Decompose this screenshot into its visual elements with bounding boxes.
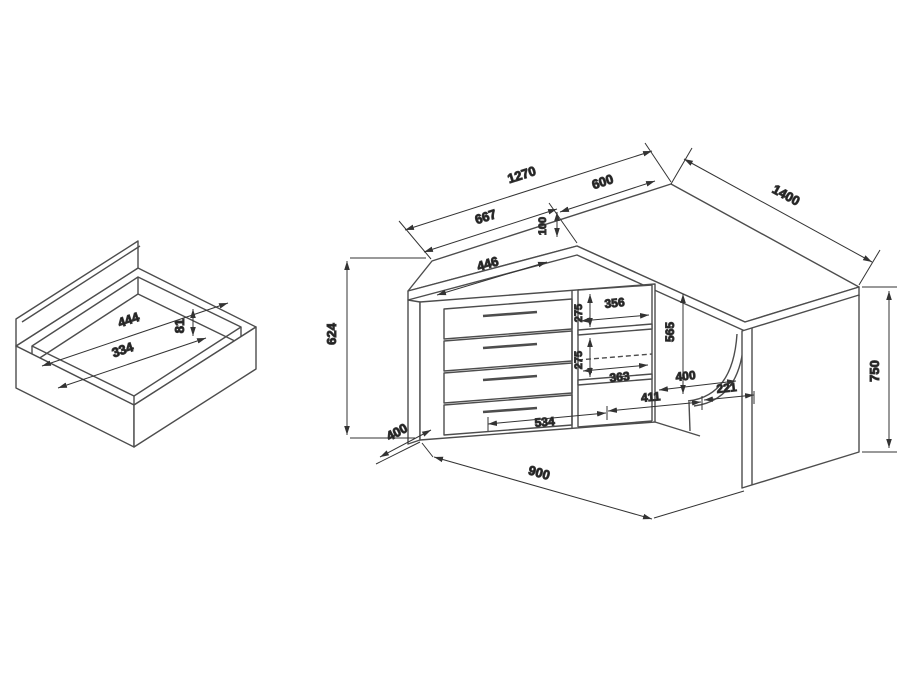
dim-label-knee-opening-width: 400: [675, 368, 697, 384]
dim-line-top-width-right: [559, 180, 656, 213]
drawer-box-dimensions: 444 334 81: [41, 302, 229, 389]
extension-line: [421, 442, 434, 458]
dim-label-lower-shelf-width: 363: [609, 369, 631, 385]
dim-line-cabinet-top-width: [436, 261, 548, 296]
dim-label-bottom-knee-width: 411: [640, 389, 661, 405]
dim-line-top-width-left: [423, 208, 558, 253]
dim-label-drawer-width: 334: [110, 339, 136, 360]
dim-label-cabinet-depth: 400: [384, 420, 410, 443]
cabinet-side-panel-left: [407, 299, 421, 445]
dim-label-drawer-depth: 81: [172, 319, 187, 333]
drawer-front-panel-edge: [21, 245, 141, 323]
drawer-handle-2: [482, 342, 538, 350]
dim-line-cabinet-depth: [379, 429, 432, 458]
corner-support-foot: [688, 401, 691, 432]
dim-label-top-width-left: 667: [473, 206, 498, 227]
knee-floor-edge: [654, 421, 701, 437]
dim-label-cabinet-height: 624: [324, 322, 339, 344]
dim-label-cabinet-top-width: 446: [475, 253, 500, 274]
dim-line-bottom-panel-width: [703, 393, 755, 402]
extension-line: [670, 147, 693, 185]
desk-figure: [407, 183, 860, 489]
extension-line: [653, 490, 745, 519]
desk-dimensions: 1270 667 600 1400 100 624 446 356 275 27…: [324, 142, 897, 520]
extension-line: [375, 441, 421, 465]
dim-label-back-overhang: 100: [537, 217, 549, 235]
dim-label-total-height: 750: [867, 360, 882, 382]
drawer-box-figure: [15, 240, 257, 448]
niche-bottom-edge: [577, 420, 653, 428]
shelf-lower: [577, 373, 653, 386]
desk-side-panel-right: [741, 294, 860, 489]
dim-label-knee-opening-height: 565: [663, 322, 677, 342]
dim-label-niche-row-lower: 275: [573, 351, 585, 369]
drawer-handle-3: [482, 374, 538, 382]
dim-line-right-side-length: [683, 158, 873, 263]
dim-label-total-depth: 900: [527, 462, 552, 482]
dim-line-drawer-width: [57, 337, 207, 389]
dim-line-bottom-knee-width: [607, 400, 702, 413]
dim-line-total-depth: [433, 456, 653, 520]
extension-line: [858, 249, 881, 286]
dim-label-bottom-panel-width: 221: [716, 380, 738, 396]
dim-label-niche-row-upper: 275: [573, 304, 585, 322]
dim-label-top-width-total: 1270: [506, 163, 538, 186]
dim-label-bottom-cabinet-width: 534: [534, 414, 555, 430]
niche-top-edge: [577, 284, 653, 291]
extension-line: [644, 142, 672, 183]
dim-label-drawer-length: 444: [116, 309, 142, 330]
extension-line: [398, 220, 432, 260]
drawer-handle-1: [482, 310, 538, 318]
shelf-upper: [577, 323, 653, 336]
dim-line-bottom-cabinet-width: [487, 411, 607, 426]
dim-line-lower-shelf-width: [582, 363, 649, 373]
dim-line-knee-opening-width: [658, 379, 737, 392]
dim-label-right-side-length: 1400: [770, 182, 803, 209]
dim-label-top-width-right: 600: [590, 171, 615, 192]
dim-label-niche-width: 356: [604, 295, 626, 311]
